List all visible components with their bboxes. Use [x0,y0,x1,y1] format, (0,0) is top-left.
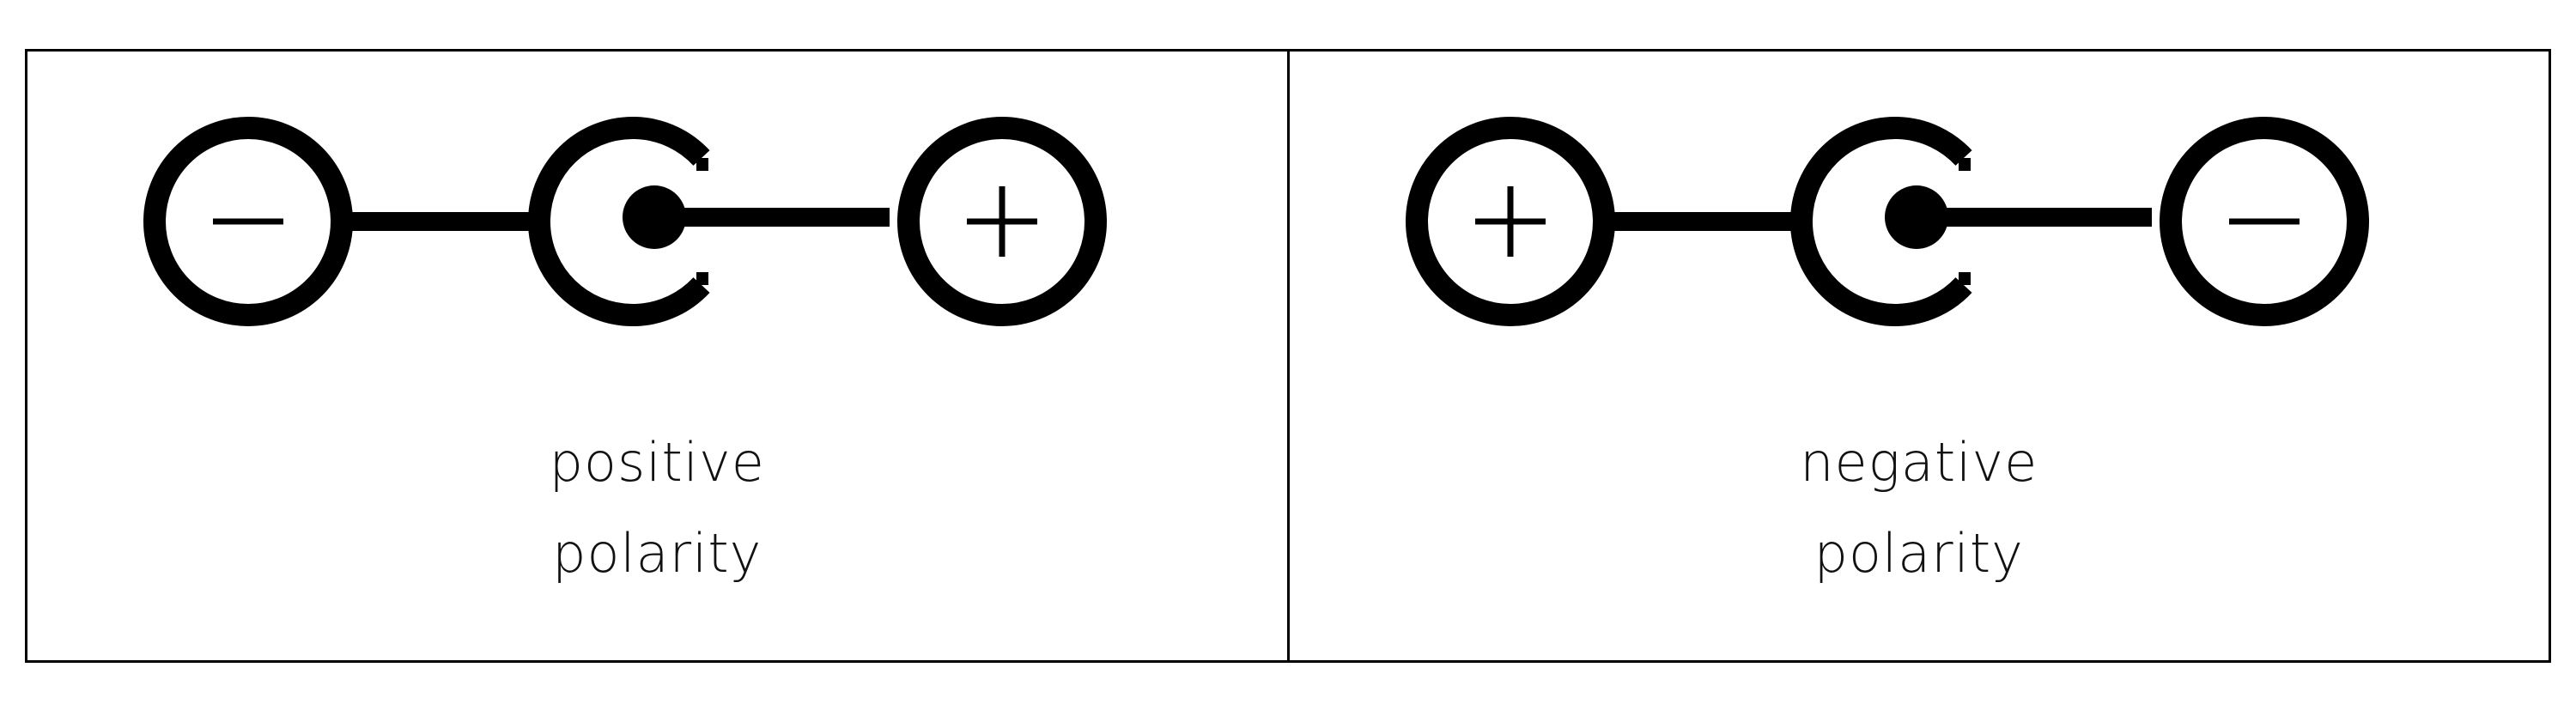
right-terminal-circle [2159,117,2369,326]
caption-line1: negative [1800,431,2038,494]
center-plug-c-icon [1789,117,1972,326]
center-dot [623,185,686,249]
diagram-frame: positive polarity negative polarity [25,49,2551,663]
center-plug-c-icon [528,117,710,326]
caption-line1: positive [549,431,765,494]
polarity-symbol-positive [143,117,1107,326]
panel-positive-polarity: positive polarity [27,52,1290,660]
caption-line2: polarity [552,522,762,585]
caption-line2: polarity [1814,522,2024,585]
center-dot [1884,185,1948,249]
right-terminal-circle [897,117,1107,326]
panel-negative-polarity: negative polarity [1290,52,2549,660]
polarity-symbol-negative [1405,117,2369,326]
